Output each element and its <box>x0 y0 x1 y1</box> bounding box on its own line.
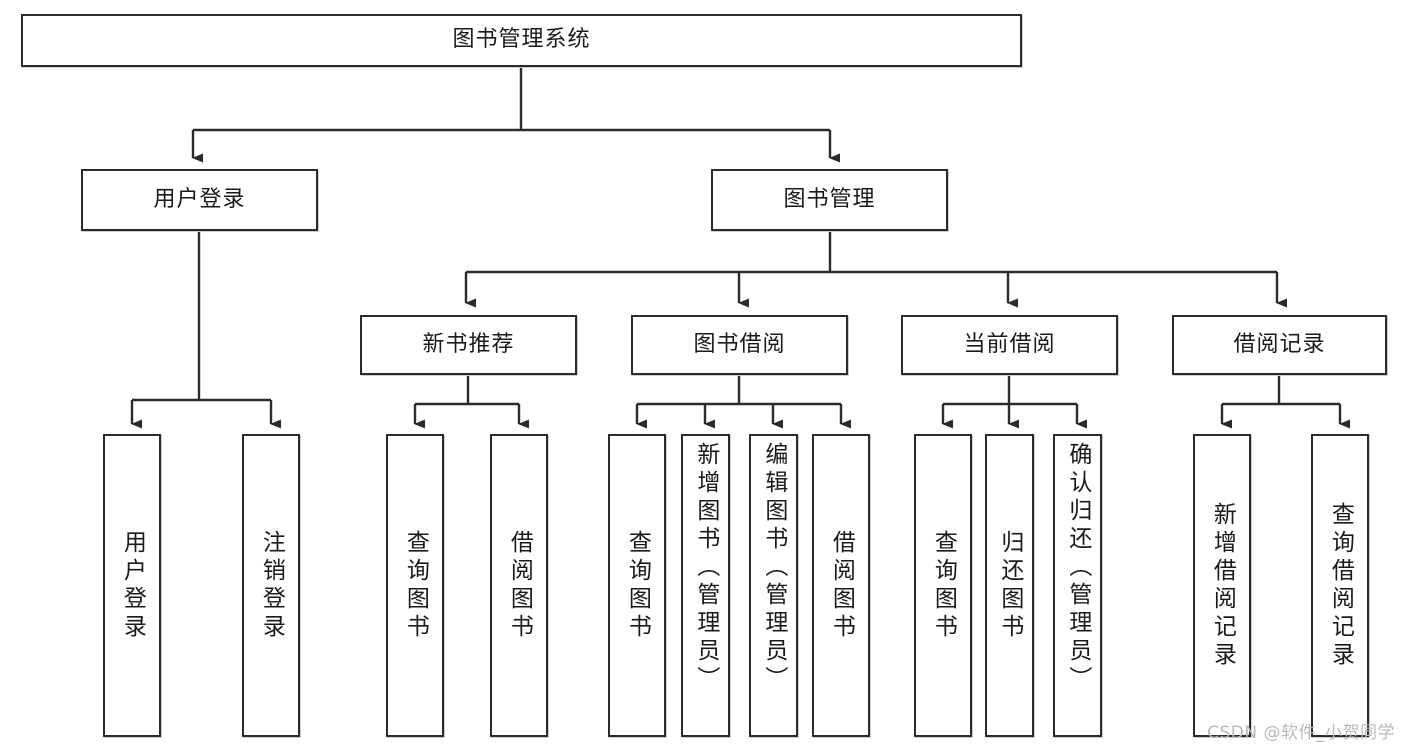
leaf-confirm-return-admin[interactable]: 确认归还（管理员） <box>1053 434 1102 737</box>
node-root-system[interactable]: 图书管理系统 <box>21 14 1022 67</box>
node-user-login[interactable]: 用户登录 <box>81 169 318 231</box>
node-label: 确认归还（管理员） <box>1064 442 1091 694</box>
leaf-query-book[interactable]: 查询图书 <box>608 434 666 737</box>
leaf-query-book-current[interactable]: 查询图书 <box>914 434 972 737</box>
leaf-borrow-book[interactable]: 借阅图书 <box>812 434 870 737</box>
node-label: 用户登录 <box>153 186 246 212</box>
node-label: 新增图书（管理员） <box>692 442 719 694</box>
leaf-add-book-admin[interactable]: 新增图书（管理员） <box>681 434 730 737</box>
leaf-return-book[interactable]: 归还图书 <box>985 434 1034 737</box>
node-label: 图书管理 <box>783 186 876 212</box>
node-label: 图书借阅 <box>693 331 786 357</box>
node-label: 借阅记录 <box>1233 331 1326 357</box>
node-book-borrow[interactable]: 图书借阅 <box>631 315 848 375</box>
node-label: 查询图书 <box>402 529 429 642</box>
leaf-query-book-recommend[interactable]: 查询图书 <box>386 434 444 737</box>
node-label: 归还图书 <box>996 529 1023 642</box>
leaf-query-borrow-record[interactable]: 查询借阅记录 <box>1311 434 1369 737</box>
node-label: 查询图书 <box>624 529 651 642</box>
leaf-logout[interactable]: 注销登录 <box>242 434 300 737</box>
leaf-add-borrow-record[interactable]: 新增借阅记录 <box>1193 434 1251 737</box>
node-new-book-recommend[interactable]: 新书推荐 <box>360 315 577 375</box>
node-label: 新增借阅记录 <box>1209 501 1236 670</box>
node-current-borrow[interactable]: 当前借阅 <box>901 315 1118 375</box>
watermark-text: CSDN @软件_小贺同学 <box>1207 723 1395 743</box>
node-label: 用户登录 <box>119 529 146 642</box>
node-borrow-record[interactable]: 借阅记录 <box>1172 315 1387 375</box>
node-label: 注销登录 <box>258 529 285 642</box>
node-label: 查询图书 <box>930 529 957 642</box>
node-label: 当前借阅 <box>963 331 1056 357</box>
leaf-borrow-book-recommend[interactable]: 借阅图书 <box>490 434 548 737</box>
node-label: 新书推荐 <box>422 331 515 357</box>
node-label: 查询借阅记录 <box>1327 501 1354 670</box>
node-label: 借阅图书 <box>828 529 855 642</box>
node-label: 图书管理系统 <box>452 27 591 53</box>
node-label: 编辑图书（管理员） <box>760 442 787 694</box>
node-book-management[interactable]: 图书管理 <box>711 169 948 231</box>
leaf-edit-book-admin[interactable]: 编辑图书（管理员） <box>749 434 798 737</box>
leaf-user-login[interactable]: 用户登录 <box>103 434 161 737</box>
node-label: 借阅图书 <box>506 529 533 642</box>
